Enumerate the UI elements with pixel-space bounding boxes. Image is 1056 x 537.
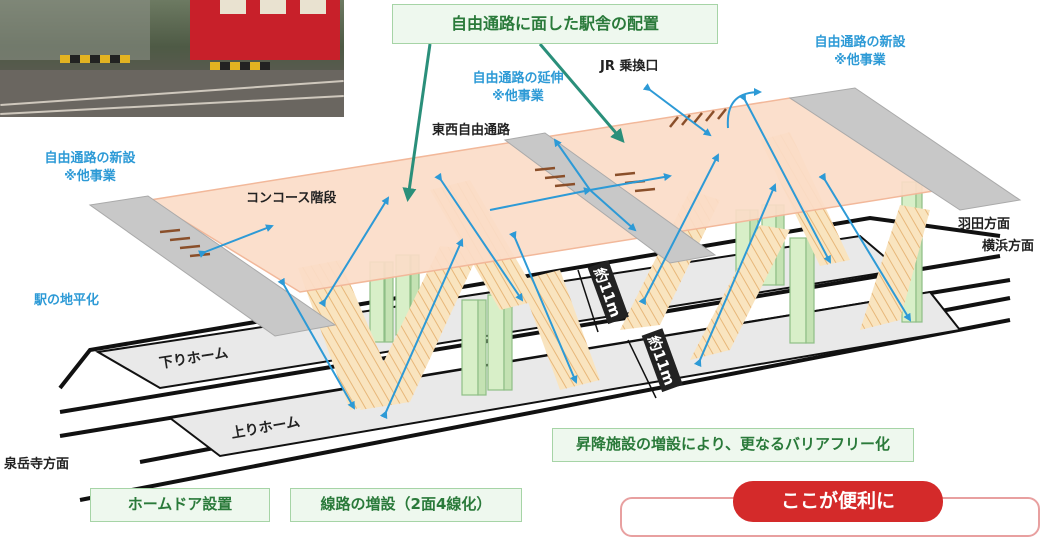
platform-doors-box: ホームドア設置 xyxy=(90,488,270,522)
north-new-passage-text: 自由通路の新設 xyxy=(814,35,906,50)
height-label-2: 約11m xyxy=(641,328,683,393)
track-increase-box: 線路の増設（2面4線化） xyxy=(290,488,522,522)
south-new-passage-note: ※他事業 xyxy=(64,169,116,184)
flow-arrows xyxy=(197,83,912,420)
yokohama-label: 横浜方面 xyxy=(982,239,1035,254)
jr-transfer-label: JR 乗換口 xyxy=(600,59,659,74)
east-west-passage-label: 東西自由通路 xyxy=(432,123,511,138)
height-indicators xyxy=(577,269,657,399)
title-box: 自由通路に面した駅舎の配置 xyxy=(392,4,718,44)
north-passage xyxy=(788,87,1022,211)
extension-text: 自由通路の延伸 xyxy=(472,71,564,86)
south-new-passage-text: 自由通路の新設 xyxy=(44,151,136,166)
sengakuji-label: 泉岳寺方面 xyxy=(4,457,70,472)
extension-label: 自由通路の延伸 ※他事業 xyxy=(448,70,588,106)
south-new-passage-label: 自由通路の新設 ※他事業 xyxy=(30,150,150,186)
highlight-pill: ここが便利に xyxy=(733,481,943,522)
haneda-label: 羽田方面 xyxy=(958,217,1011,232)
barrier-free-box: 昇降施設の増設により、更なるバリアフリー化 xyxy=(552,428,914,462)
north-new-passage-label: 自由通路の新設 ※他事業 xyxy=(800,34,920,70)
train-photo-element xyxy=(190,0,340,60)
title-pointer-arrows xyxy=(402,43,625,202)
north-new-passage-note: ※他事業 xyxy=(834,53,886,68)
extension-note: ※他事業 xyxy=(492,89,544,104)
station-photo xyxy=(0,0,344,117)
station-structure: 約11m 約11m 下りホーム 上りホーム xyxy=(58,43,1022,502)
ground-level-label: 駅の地平化 xyxy=(34,293,100,308)
concourse-stairs-label: コンコース階段 xyxy=(246,191,337,206)
